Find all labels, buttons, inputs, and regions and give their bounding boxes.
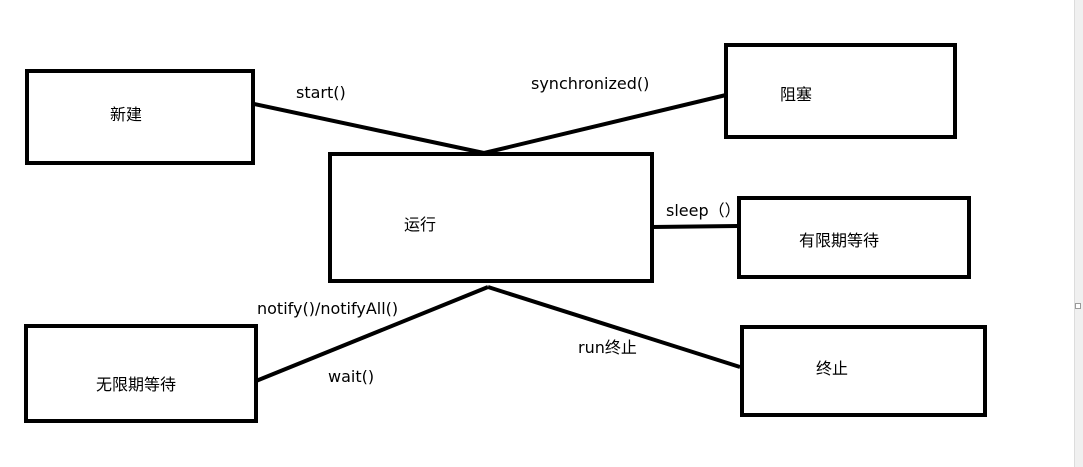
state-timed-waiting-label: 有限期等待 <box>799 231 879 250</box>
state-running-box <box>328 152 654 283</box>
transition-start-label: start() <box>296 83 346 102</box>
edge-running-to-timed-waiting <box>651 224 739 229</box>
state-waiting-label: 无限期等待 <box>96 375 176 394</box>
state-timed-waiting-box <box>737 196 971 279</box>
transition-sleep-label: sleep（） <box>666 201 741 220</box>
state-terminated-label: 终止 <box>816 359 848 378</box>
state-running: 运行 <box>328 152 654 283</box>
state-blocked-label: 阻塞 <box>780 85 812 104</box>
state-new-label: 新建 <box>110 105 142 124</box>
state-waiting: 无限期等待 <box>24 324 258 423</box>
vertical-scrollbar[interactable] <box>1074 0 1083 467</box>
state-blocked: 阻塞 <box>724 43 957 139</box>
state-new: 新建 <box>25 69 255 165</box>
state-new-box <box>25 69 255 165</box>
scrollbar-grip-icon[interactable] <box>1075 303 1081 309</box>
transition-synchronized-label: synchronized() <box>531 74 649 93</box>
transition-wait-label: wait() <box>328 367 374 386</box>
state-waiting-box <box>24 324 258 423</box>
state-terminated-box <box>740 325 987 417</box>
edge-running-to-waiting <box>255 285 489 383</box>
transition-run-end-label: run终止 <box>578 338 637 357</box>
edge-running-to-blocked <box>483 93 727 155</box>
edge-running-to-terminated <box>487 285 741 369</box>
state-terminated: 终止 <box>740 325 987 417</box>
transition-notify-label: notify()/notifyAll() <box>257 299 398 318</box>
state-running-label: 运行 <box>404 215 436 234</box>
state-blocked-box <box>724 43 957 139</box>
state-timed-waiting: 有限期等待 <box>737 196 971 279</box>
edge-new-to-running <box>253 102 485 155</box>
